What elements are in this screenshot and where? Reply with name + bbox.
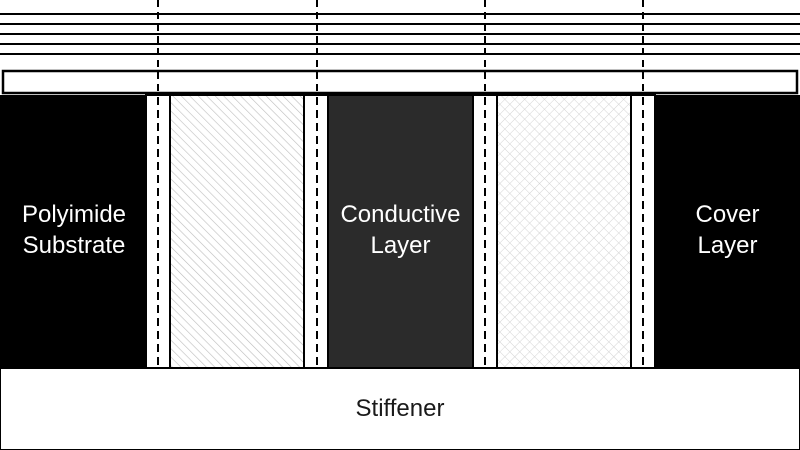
top-bar — [1, 69, 799, 95]
conductive-layer-block — [327, 94, 474, 369]
polyimide-substrate-label: Polyimide Substrate — [0, 197, 148, 263]
conductive-layer-label: Conductive Layer — [328, 197, 473, 263]
top-dashed-lines — [157, 0, 644, 93]
strip-dashed-lines — [157, 97, 644, 366]
stiffener-label: Stiffener — [355, 395, 445, 422]
label-line: Polyimide — [21, 201, 127, 228]
cover-layer-label: Cover Layer — [655, 197, 800, 263]
label-line: Layer — [370, 232, 431, 259]
cover-layer-block — [655, 95, 800, 368]
label-line: Cover — [695, 201, 760, 228]
label-line: Layer — [697, 232, 758, 259]
crosshatch-panel — [496, 94, 632, 369]
label-line: Substrate — [22, 232, 126, 259]
label-line: Conductive — [340, 201, 461, 228]
diagonal-hatch-panel — [169, 94, 305, 369]
polyimide-substrate-block — [0, 95, 146, 368]
top-line-stack — [0, 13, 800, 55]
